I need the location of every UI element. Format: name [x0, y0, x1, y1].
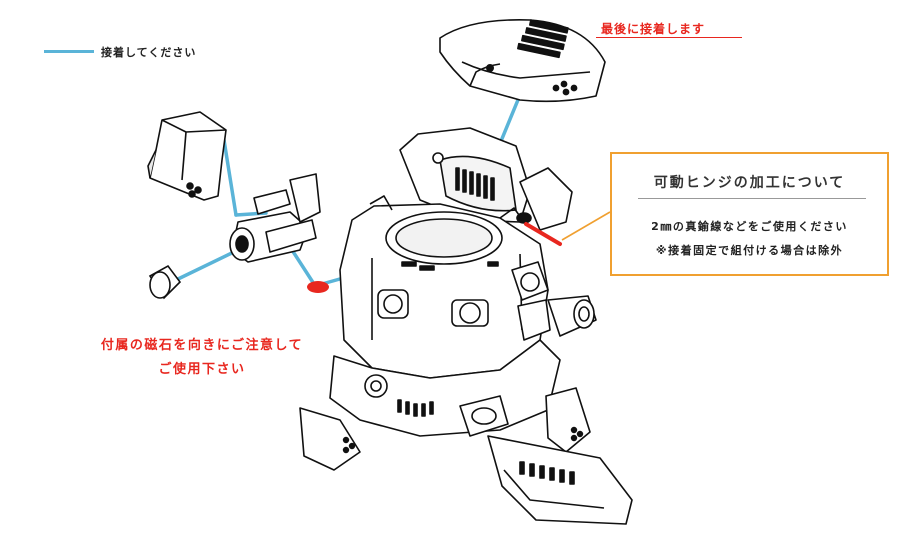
glue-line-arm-top	[222, 138, 238, 217]
lower-body-part	[299, 339, 633, 525]
canopy-holes	[552, 80, 578, 96]
foot-slots	[519, 461, 575, 485]
skirt-vents	[397, 399, 434, 417]
hinge-leader	[561, 211, 611, 241]
legend-swatch	[44, 50, 94, 53]
hinge-box-divider	[638, 198, 866, 199]
legend-label: 接着してください	[101, 46, 197, 59]
torso-tabs	[401, 261, 499, 271]
hinge-box-line1: 2㎜の真鍮線などをご使用ください	[651, 220, 848, 233]
glue-line-magnet	[174, 248, 240, 282]
hinge-box-line2: ※接着固定で組付ける場合は除外	[655, 244, 844, 257]
arm-shoulder-part	[147, 111, 227, 201]
head-canopy-part	[439, 19, 606, 103]
hinge-box-title: 可動ヒンジの加工について	[653, 175, 846, 191]
arm-joint-part	[229, 173, 321, 263]
hinge-info-box: 可動ヒンジの加工について 2㎜の真鍮線などをご使用ください ※接着固定で組付ける…	[610, 152, 889, 276]
magnet-part	[148, 264, 182, 300]
torso-part	[339, 195, 597, 379]
glue-line-arm-body	[290, 248, 316, 286]
magnet-note-line1: 付属の磁石を向きにご注意して	[100, 338, 304, 353]
magnet-note-line2: ご使用下さい	[158, 362, 246, 377]
canopy-vents	[517, 19, 569, 59]
shoulder-holes	[186, 182, 202, 198]
head-vents	[455, 167, 495, 201]
magnet-marker	[307, 281, 329, 293]
glue-last-note: 最後に接着します	[601, 22, 706, 36]
glue-last-underline	[596, 37, 742, 38]
hinge-marker	[524, 222, 562, 246]
magnet-note: 付属の磁石を向きにご注意して ご使用下さい	[82, 334, 322, 382]
head-dome-part	[399, 127, 573, 231]
